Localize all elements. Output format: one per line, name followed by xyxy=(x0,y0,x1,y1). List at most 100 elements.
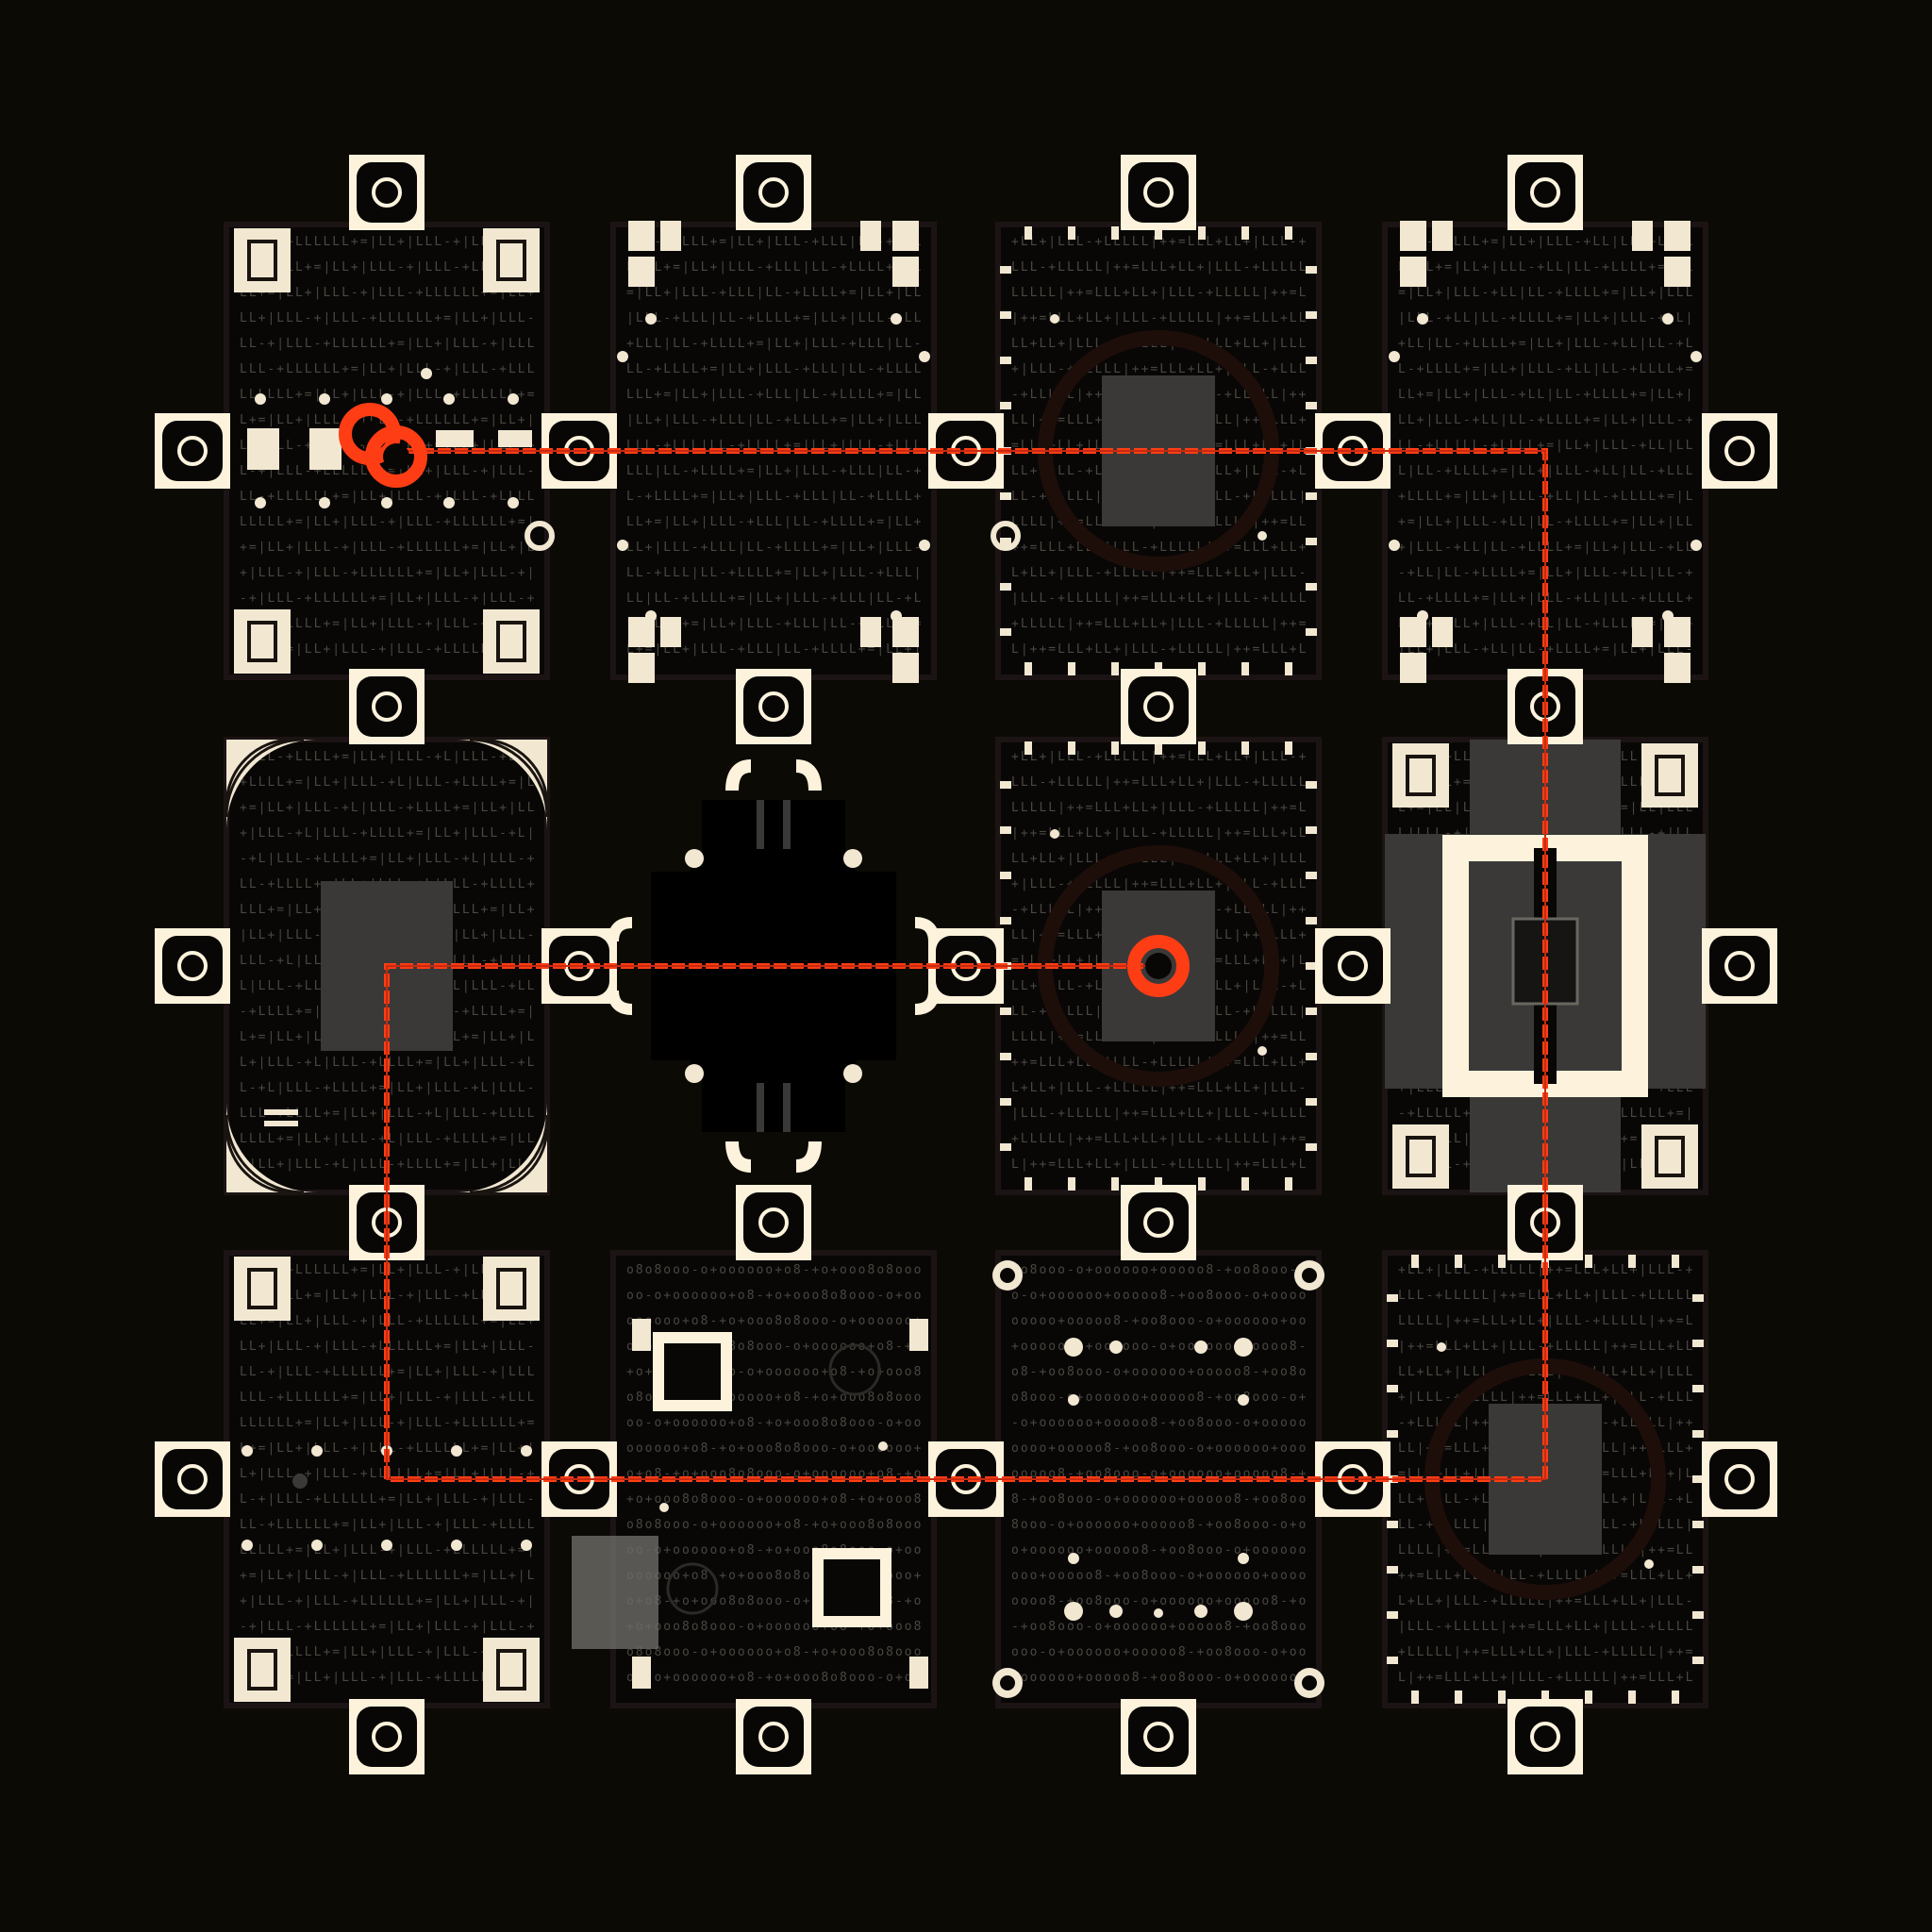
chip-lead-line xyxy=(783,1083,791,1132)
edge-tick xyxy=(1068,226,1075,240)
tile-glyph-row: L+=|LL+|LLL-+LLL|LL-+LLLL+=|LL+| xyxy=(626,642,923,657)
end-node[interactable] xyxy=(1127,935,1190,997)
tile-glyph-row: o8o8ooo-o+oooooo+o8-+o+ooo8o8ooo xyxy=(626,1645,923,1659)
port-ring-icon[interactable] xyxy=(736,1185,811,1260)
tile-glyph-row: -+L|LLL-+LLLL+=|LL+|LLL-+L|LLL-+ xyxy=(240,852,536,866)
port-ring-icon[interactable] xyxy=(155,1441,230,1517)
edge-tick xyxy=(1000,538,1011,545)
edge-tick xyxy=(1387,1657,1398,1664)
start-node-echo[interactable] xyxy=(365,425,427,488)
tile-glyph-row: LLLL+=|LL+|LLL-+|LLL-+LLLLLL+=|L xyxy=(240,1671,536,1685)
tile-glyph-row: oooooo+o8-+o+ooo8o8ooo-o+oooooo+ xyxy=(626,1441,923,1456)
port-ring xyxy=(1724,436,1755,466)
edge-tick xyxy=(1285,226,1292,240)
corner-pad-inner xyxy=(1655,1136,1685,1177)
wire-node-core xyxy=(1145,953,1172,979)
tile-glyph-row: LL+|LLL-+LLL|LL-+LLLL+=|LL+|LLL- xyxy=(626,541,923,555)
tile-glyph-row: |LLL-+LLLLLL+=|LL+|LLL-+|LLL-+LL xyxy=(240,235,536,249)
tile-glyph-row: ooo+ooooo8-+oo8ooo-o+oooooo+oooo xyxy=(1011,1569,1307,1583)
tile-block-tile[interactable]: |LL-+LLLL+=|LL+|LLL-+LL|LL-+LLLLLLLL+=|L… xyxy=(1382,221,1708,683)
port-ring xyxy=(372,1722,402,1752)
edge-tick xyxy=(1387,1294,1398,1302)
tile-glyph-row: L|++=LLL+LL+|LLL-+LLLLL|++=LLL+L xyxy=(1011,1158,1307,1172)
port-ring-icon[interactable] xyxy=(1507,1699,1583,1774)
contact-dot xyxy=(1194,1605,1208,1618)
tile-glyph-row: |LL-+LLLL+=|LL+|LLL-+LL|LL-+LLLL xyxy=(1398,235,1694,249)
contact-dot xyxy=(919,351,930,362)
port-ring-icon[interactable] xyxy=(1121,1699,1196,1774)
port-ring xyxy=(1530,1722,1560,1752)
tile-glyph-row: |++=LLL+LL+|LLL-+LLLLL|++=LLL+LL xyxy=(1011,826,1307,841)
port-ring-icon[interactable] xyxy=(1121,155,1196,230)
wire-layer xyxy=(339,403,1548,1482)
tile-glyph-row: |LLL-+LLLL+=|LL+|LLL-+L|LLL-+LLL xyxy=(240,750,536,764)
edge-tick xyxy=(1628,1690,1636,1704)
port-ring-icon[interactable] xyxy=(736,669,811,744)
port-ring-icon[interactable] xyxy=(155,928,230,1004)
port-ring-icon[interactable] xyxy=(1507,155,1583,230)
port-socket xyxy=(1515,1707,1575,1767)
contact-dot xyxy=(1389,540,1400,551)
corner-block-icon xyxy=(1664,653,1690,683)
corner-pad-inner xyxy=(1655,755,1685,796)
port-ring-icon[interactable] xyxy=(736,155,811,230)
edge-tick xyxy=(1306,1053,1317,1060)
port-ring-icon[interactable] xyxy=(1121,669,1196,744)
tile-glyph-row: oo-o+oooooo+o8-+o+ooo8o8ooo-o+oo xyxy=(626,1671,923,1685)
edge-tick xyxy=(1306,538,1317,545)
port-ring-icon[interactable] xyxy=(349,1699,425,1774)
tile-glyph-row: LL-+LLL|LL-+LLLL+=|LL+|LLL-+LLL| xyxy=(626,566,923,580)
tile-glyph-row: oo8ooo-o+oooooo+ooooo8-+oo8ooo-o xyxy=(1011,1263,1307,1277)
tile-glyph-row: 8ooo-o+oooooo+ooooo8-+oo8ooo-o+o xyxy=(1011,1518,1307,1532)
port-ring-icon[interactable] xyxy=(349,669,425,744)
port-ring-icon[interactable] xyxy=(1315,928,1391,1004)
contact-dot xyxy=(1417,313,1428,325)
port-ring xyxy=(372,177,402,208)
arc-line xyxy=(225,1125,293,1194)
corner-pad-inner xyxy=(247,240,277,281)
port-ring-icon[interactable] xyxy=(1121,1185,1196,1260)
tile-glyph-row: L+LL+|LLL-+LLLLL|++=LLL+LL+|LLL- xyxy=(1011,566,1307,580)
contact-dot xyxy=(1690,351,1702,362)
port-ring-icon[interactable] xyxy=(1702,1441,1777,1517)
contact-dot xyxy=(1109,1341,1123,1354)
tile-glyph-row: L|++=LLL+LL+|LLL-+LLLLL|++=LLL+L xyxy=(1398,1671,1694,1685)
mount-hole-inner xyxy=(1000,1675,1015,1690)
edge-tick xyxy=(1306,311,1317,319)
tile-glyph-row: LLLL+=|LL+|LLL-+|LLL-+LLLLLL+=|L xyxy=(240,642,536,657)
tile-glyph-row: +LLLLL|++=LLL+LL+|LLL-+LLLLL|++= xyxy=(1398,1645,1694,1659)
tile-glyph-row: LL+=|LL+|LLL-+|LLL-+LLLLLL+=|LL+ xyxy=(240,286,536,300)
port-ring-icon[interactable] xyxy=(1702,413,1777,489)
contact-dot xyxy=(919,540,930,551)
edge-ring-icon xyxy=(525,521,555,551)
tile-glyph-row: +LLLL+=|LL+|LLL-+L|LLL-+LLLL+=|L xyxy=(240,775,536,790)
edge-tick xyxy=(1000,492,1011,500)
edge-tick xyxy=(1306,917,1317,924)
contact-dot xyxy=(685,1064,704,1083)
corner-pad-icon xyxy=(1392,1124,1449,1189)
port-socket xyxy=(1128,676,1189,737)
tile-glyph-row: ooooo+ooooo8-+oo8ooo-o+oooooo+oo xyxy=(1011,1314,1307,1328)
port-ring xyxy=(177,1464,208,1494)
tile-glyph-row: +=|LL+|LLL-+|LLL-+LLLLLL+=|LL+|L xyxy=(240,1569,536,1583)
tile-glyph-row: oo-o+oooooo+o8-+o+ooo8o8ooo-o+oo xyxy=(626,1289,923,1303)
edge-tick xyxy=(1024,226,1032,240)
contact-dot xyxy=(843,1064,862,1083)
port-ring-icon[interactable] xyxy=(1702,928,1777,1004)
tile-glyph-row: +LL+|LLL-+LLLLL|++=LLL+LL+|LLL-+ xyxy=(1011,235,1307,249)
edge-tick xyxy=(1692,1340,1704,1347)
corner-block-icon xyxy=(1432,221,1453,251)
port-ring-icon[interactable] xyxy=(155,413,230,489)
edge-tick xyxy=(1692,1475,1704,1483)
contact-dot xyxy=(1068,1394,1079,1406)
edge-tick xyxy=(1306,1008,1317,1015)
port-ring-icon[interactable] xyxy=(349,155,425,230)
arc-line xyxy=(480,1125,549,1194)
tile-glyph-row: +o+ooo8o8ooo-o+oooooo+o8-+o+ooo8 xyxy=(626,1492,923,1507)
corner-pad-icon xyxy=(483,609,540,674)
port-ring-icon[interactable] xyxy=(736,1699,811,1774)
edge-tick xyxy=(1672,1690,1679,1704)
contact-dot xyxy=(1662,313,1674,325)
tile-glyph-row: L-+|LLL-+LLLLLL+=|LL+|LLL-+|LLL- xyxy=(240,1492,536,1507)
